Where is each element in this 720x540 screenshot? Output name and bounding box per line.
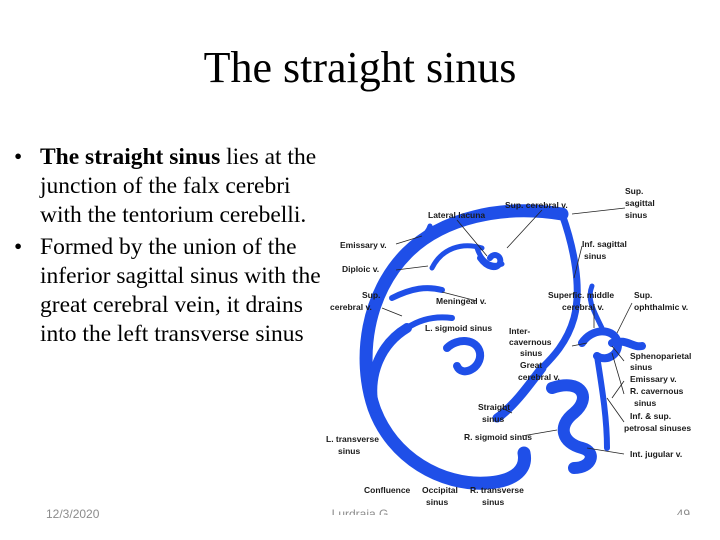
bullet-symbol: • <box>14 144 23 170</box>
bullet-text: Formed by the union of the inferior sagi… <box>40 234 321 347</box>
label-l-sigmoid-sinus: L. sigmoid sinus <box>425 323 492 333</box>
label-sphenoparietal-sinus: sinus <box>630 362 652 372</box>
bullet-list: • The straight sinus lies at the junctio… <box>14 143 332 352</box>
bullet-item: • Formed by the union of the inferior sa… <box>14 233 332 349</box>
label-r-transverse-sinus: sinus <box>482 497 504 507</box>
label-confluence: Confluence <box>364 485 411 495</box>
l-sigmoid-sinus <box>443 337 485 376</box>
label-int-jugular-v: Int. jugular v. <box>630 449 682 459</box>
slide-title: The straight sinus <box>203 43 517 92</box>
label-sup-sagittal-sinus: sagittal <box>625 198 655 208</box>
label-r-cavernous-sinus: R. cavernous <box>630 386 684 396</box>
label-emissary-v-right: Emissary v. <box>630 374 677 384</box>
label-sup-ophthalmic-v: Sup. <box>634 290 652 300</box>
footer-page-number: 49 <box>676 507 690 515</box>
label-sup-ophthalmic-v: ophthalmic v. <box>634 302 688 312</box>
label-intercavernous-sinus: Inter- <box>509 326 530 336</box>
label-sphenoparietal-sinus: Sphenoparietal <box>630 351 691 361</box>
meningeal-vein <box>389 285 455 331</box>
inferior-sagittal-sinus <box>538 210 581 372</box>
bullet-bold-text: The straight sinus <box>40 144 221 170</box>
straight-sinus <box>492 363 547 423</box>
label-l-transverse-sinus: L. transverse <box>326 434 379 444</box>
label-occipital-sinus: Occipital <box>422 485 458 495</box>
label-meningeal-v: Meningeal v. <box>436 296 486 306</box>
dural-sinus-diagram: Lateral lacuna Sup. cerebral v. Sup. sag… <box>326 186 691 507</box>
label-sup-sagittal-sinus: Sup. <box>625 186 643 196</box>
footer-author: Lurdraja G <box>331 507 389 515</box>
cavernous-sinus <box>578 327 646 363</box>
label-straight-sinus: Straight <box>478 402 510 412</box>
footer-date: 12/3/2020 <box>46 507 100 521</box>
label-inf-sup-petrosal-sinuses: Inf. & sup. <box>630 411 671 421</box>
label-great-cerebral-v: Great <box>520 360 542 370</box>
label-r-transverse-sinus: R. transverse <box>470 485 524 495</box>
label-sup-sagittal-sinus: sinus <box>625 210 647 220</box>
label-emissary-v: Emissary v. <box>340 240 387 250</box>
right-sigmoid-sinus <box>546 379 597 474</box>
sphenoparietal-sinus <box>587 283 605 331</box>
label-inf-sup-petrosal-sinuses: petrosal sinuses <box>624 423 691 433</box>
label-l-transverse-sinus: sinus <box>338 446 360 456</box>
bullet-text: lies at the junction of the falx cerebri… <box>40 144 317 228</box>
label-intercavernous-sinus: cavernous <box>509 337 552 347</box>
label-intercavernous-sinus: sinus <box>520 348 542 358</box>
label-lateral-lacuna: Lateral lacuna <box>428 210 485 220</box>
label-inf-sagittal-sinus: sinus <box>584 251 606 261</box>
left-transverse-sinus <box>367 323 412 413</box>
label-superfic-middle-cerebral-v: Superfic. middle <box>548 290 614 300</box>
petrosal-sinus <box>594 353 610 451</box>
label-occipital-sinus: sinus <box>426 497 448 507</box>
diagram-labels: Lateral lacuna Sup. cerebral v. Sup. sag… <box>326 186 691 507</box>
lateral-lacuna <box>477 252 504 271</box>
label-sup-cerebral-v-left: cerebral v. <box>330 302 372 312</box>
leader-lines <box>381 207 633 455</box>
label-diploic-v: Diploic v. <box>342 264 379 274</box>
label-great-cerebral-v: cerebral v. <box>518 372 560 382</box>
label-sup-cerebral-v-left: Sup. <box>362 290 380 300</box>
label-r-cavernous-sinus: sinus <box>634 398 656 408</box>
label-superfic-middle-cerebral-v: cerebral v. <box>562 302 604 312</box>
bullet-item: • The straight sinus lies at the junctio… <box>14 143 332 230</box>
label-inf-sagittal-sinus: Inf. sagittal <box>582 239 627 249</box>
label-straight-sinus: sinus <box>482 414 504 424</box>
label-r-sigmoid-sinus: R. sigmoid sinus <box>464 432 532 442</box>
label-sup-cerebral-v: Sup. cerebral v. <box>505 200 568 210</box>
bullet-symbol: • <box>14 234 23 260</box>
